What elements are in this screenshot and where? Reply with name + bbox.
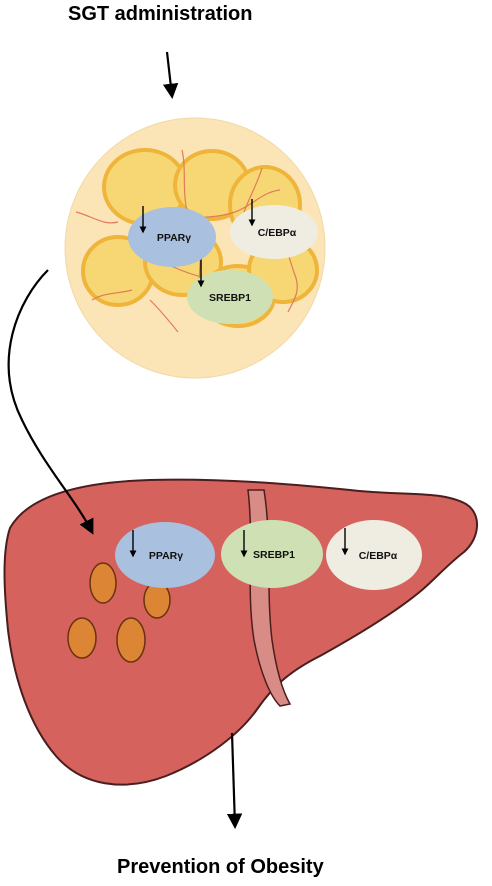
srebp1-ellipse — [187, 270, 273, 324]
arrow-liver-to-outcome — [226, 732, 243, 830]
cebpa-ellipse — [326, 520, 422, 590]
liver: PPARγ SREBP1 C/EBPα — [3, 478, 479, 786]
pparg-label: PPARγ — [149, 550, 183, 562]
title-prevention-of-obesity: Prevention of Obesity — [117, 856, 325, 878]
srebp1-label: SREBP1 — [209, 292, 251, 304]
lipid-droplets — [67, 562, 171, 663]
lipid-droplet — [89, 562, 117, 604]
liver-pparg: PPARγ — [115, 522, 215, 588]
title-sgt-administration: SGT administration — [68, 3, 252, 25]
pparg-ellipse — [128, 207, 216, 267]
capillary — [243, 167, 263, 213]
liver-srebp1: SREBP1 — [221, 520, 323, 588]
adipose-tissue: C/EBPα SREBP1 PPARγ — [64, 117, 326, 379]
capillary — [91, 289, 133, 301]
lipid-droplet — [67, 617, 97, 659]
adipose-cebpa: C/EBPα — [230, 199, 318, 259]
liver-cebpa: C/EBPα — [326, 520, 422, 590]
arrow-sgt-to-adipose — [162, 51, 179, 100]
capillary — [75, 211, 119, 224]
pparg-ellipse — [115, 522, 215, 588]
lipid-droplet — [116, 617, 146, 663]
srebp1-ellipse — [221, 520, 323, 588]
cebpa-label: C/EBPα — [359, 550, 398, 562]
adipose-srebp1: SREBP1 — [187, 255, 273, 324]
arrow-adipose-to-liver — [7, 269, 94, 535]
adipose-pparg: PPARγ — [128, 206, 216, 267]
pparg-label: PPARγ — [157, 232, 191, 244]
srebp1-label: SREBP1 — [253, 549, 295, 561]
cebpa-label: C/EBPα — [258, 227, 297, 239]
capillary — [149, 299, 179, 333]
